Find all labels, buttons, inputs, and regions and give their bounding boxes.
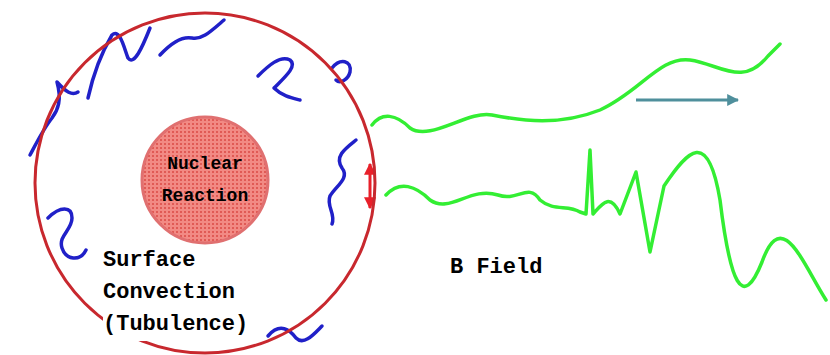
core-label: Nuclear Reaction <box>162 148 248 212</box>
region-label: Surface Convection (Tubulence) <box>103 245 248 341</box>
oscillation-arrow <box>369 164 372 208</box>
star-circle: Surface Convection (Tubulence) Nuclear Re… <box>33 11 377 355</box>
field-label: B Field <box>450 255 542 281</box>
core-circle-outline <box>140 115 270 245</box>
magnetic-field-lines <box>372 44 826 300</box>
flow-arrow <box>636 99 738 102</box>
core-circle: Nuclear Reaction <box>140 115 270 245</box>
